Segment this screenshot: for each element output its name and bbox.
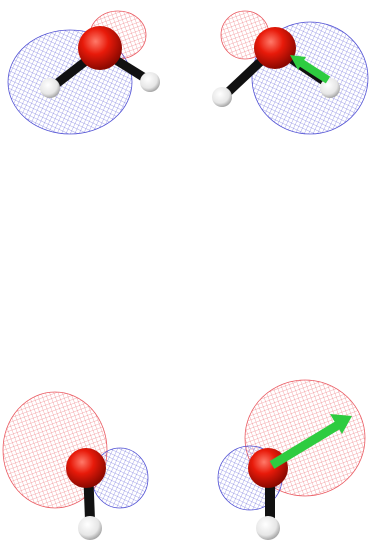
panel-top-left [8, 11, 160, 134]
oxygen-atom [66, 448, 106, 488]
hydrogen-atom [40, 78, 60, 98]
panel-bottom-left [3, 392, 148, 540]
oxygen-atom [78, 26, 122, 70]
hydrogen-atom [78, 516, 102, 540]
hydrogen-atom [140, 72, 160, 92]
panel-bottom-right [218, 380, 365, 540]
oxygen-atom [254, 27, 296, 69]
panel-top-right [212, 11, 368, 134]
hydrogen-atom [256, 516, 280, 540]
hydrogen-atom [212, 87, 232, 107]
